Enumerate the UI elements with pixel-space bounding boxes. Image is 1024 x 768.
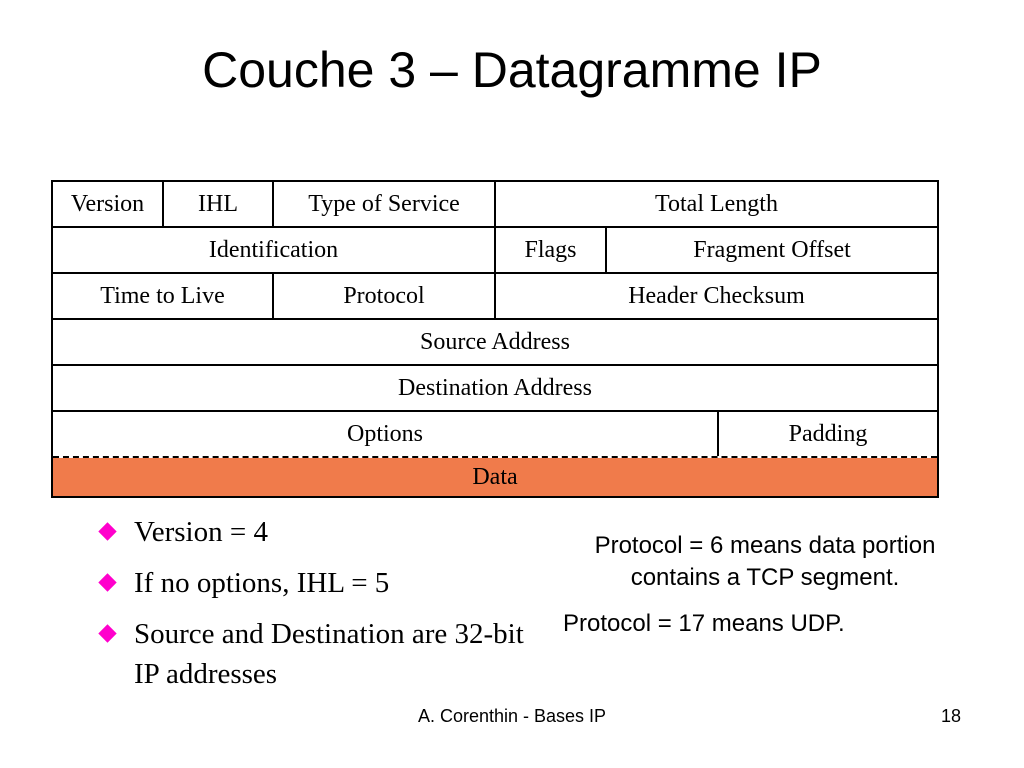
field-fragment-offset: Fragment Offset: [693, 236, 851, 263]
field-type-of-service: Type of Service: [274, 182, 496, 226]
list-item: Version = 4: [98, 512, 538, 552]
list-item: If no options, IHL = 5: [98, 563, 538, 603]
page-number: 18: [941, 706, 962, 726]
field-options: Options: [53, 412, 719, 456]
field-protocol: Protocol: [274, 274, 496, 318]
bullet-text: If no options, IHL = 5: [134, 567, 390, 599]
bullet-text: Version = 4: [134, 516, 268, 548]
table-row: Source Address: [53, 320, 937, 366]
table-row: Time to Live Protocol Header Checksum: [53, 274, 937, 320]
field-destination-address: Destination Address: [398, 374, 592, 401]
slide-title: Couche 3 – Datagramme IP: [202, 42, 822, 98]
diamond-bullet-icon: [98, 624, 117, 643]
field-version: Version: [53, 182, 164, 226]
bullet-text: Source and Destination are 32-bit IP add…: [134, 618, 524, 690]
field-flags: Flags: [496, 228, 607, 272]
footer-author: A. Corenthin - Bases IP: [417, 706, 607, 726]
diamond-bullet-icon: [98, 573, 117, 592]
list-item: Source and Destination are 32-bit IP add…: [98, 614, 538, 694]
ip-header-table: Version IHL Type of Service Total Length…: [51, 180, 939, 498]
table-row: Options Padding: [53, 412, 937, 458]
field-padding: Padding: [788, 420, 868, 447]
table-row: Identification Flags Fragment Offset: [53, 228, 937, 274]
bullet-list: Version = 4 If no options, IHL = 5 Sourc…: [98, 512, 538, 705]
note-protocol-tcp: Protocol = 6 means data portion contains…: [594, 532, 936, 591]
field-total-length: Total Length: [655, 190, 778, 217]
table-row: Version IHL Type of Service Total Length: [53, 182, 937, 228]
field-source-address: Source Address: [420, 328, 570, 355]
table-row: Data: [53, 458, 937, 496]
note-protocol-udp: Protocol = 17 means UDP.: [563, 610, 845, 637]
field-identification: Identification: [53, 228, 496, 272]
field-ihl: IHL: [164, 182, 274, 226]
field-header-checksum: Header Checksum: [628, 282, 805, 309]
field-time-to-live: Time to Live: [53, 274, 274, 318]
diamond-bullet-icon: [98, 522, 117, 541]
table-row: Destination Address: [53, 366, 937, 412]
field-data: Data: [53, 458, 937, 496]
